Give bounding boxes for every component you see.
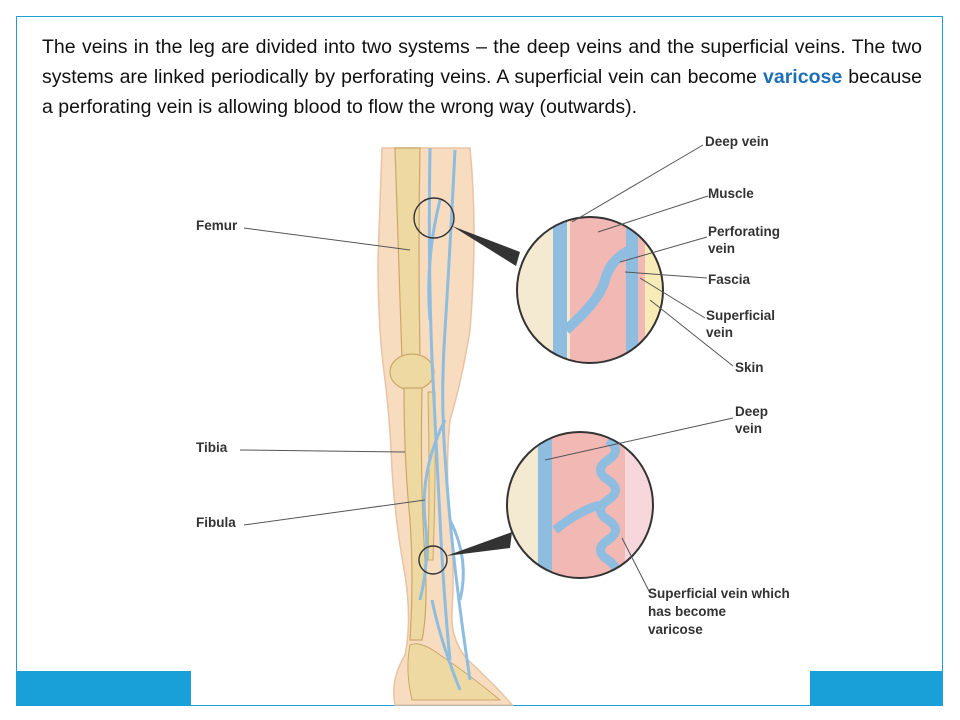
- zoom-ring-top: [413, 197, 455, 239]
- label-deep-vein-bottom-line1: Deep: [735, 404, 768, 419]
- label-muscle: Muscle: [708, 186, 754, 201]
- intro-text-after: because a perforating vein is allowing b…: [42, 66, 922, 118]
- label-femur: Femur: [196, 218, 238, 233]
- label-deep-vein-top: Deep vein: [705, 134, 769, 149]
- zoom-wedge-top: [452, 226, 520, 266]
- magnified-view-normal: [516, 216, 664, 364]
- label-superficial-line2: vein: [706, 325, 733, 340]
- label-skin: Skin: [735, 360, 764, 375]
- label-perforating-line1: Perforating: [708, 224, 780, 239]
- intro-text-before: The veins in the leg are divided into tw…: [42, 36, 922, 88]
- label-fibula: Fibula: [196, 515, 236, 530]
- intro-text: The veins in the leg are divided into tw…: [42, 32, 922, 122]
- label-tibia: Tibia: [196, 440, 228, 455]
- footer-bar-right: [810, 671, 943, 706]
- leg-veins: [418, 147, 472, 691]
- label-varicose-line3: varicose: [648, 622, 703, 637]
- knee-joint: [389, 353, 435, 391]
- leg-illustration: [377, 147, 520, 706]
- label-varicose-line1: Superficial vein which: [648, 586, 790, 601]
- zoom-wedge-bottom: [446, 532, 512, 556]
- label-fascia: Fascia: [708, 272, 751, 287]
- label-varicose-line2: has become: [648, 604, 727, 619]
- footer-bar-left: [16, 671, 191, 706]
- zoom-ring-bottom: [418, 545, 448, 575]
- tibia-bone: [403, 387, 427, 641]
- varicose-highlight: varicose: [763, 66, 843, 88]
- leader-lines: [239, 144, 734, 594]
- label-deep-vein-bottom-line2: vein: [735, 421, 762, 436]
- label-superficial-line1: Superficial: [706, 308, 775, 323]
- label-perforating-line2: vein: [708, 241, 735, 256]
